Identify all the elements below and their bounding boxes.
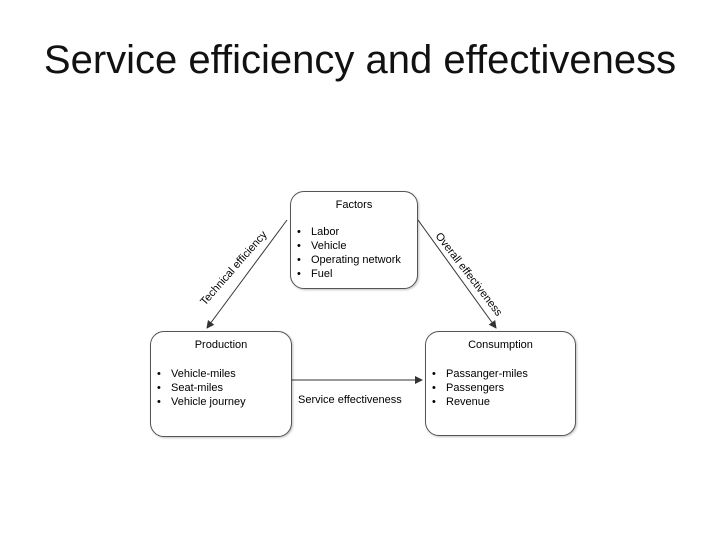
- production-node: Production Vehicle-miles Seat-miles Vehi…: [150, 331, 292, 437]
- svg-text:Technical efficiency: Technical efficiency: [198, 228, 270, 307]
- production-list: Vehicle-miles Seat-miles Vehicle journey: [153, 367, 291, 409]
- technical-efficiency-arrow: [206, 219, 288, 329]
- consumption-list: Passanger-miles Passengers Revenue: [428, 367, 575, 409]
- production-title: Production: [194, 339, 248, 351]
- factors-node: Factors Labor Vehicle Operating network …: [290, 191, 418, 289]
- factors-list: Labor Vehicle Operating network Fuel: [293, 225, 417, 281]
- consumption-title: Consumption: [468, 339, 533, 351]
- list-item: Vehicle-miles: [153, 367, 291, 381]
- overall-effectiveness-arrow: [417, 219, 497, 329]
- service-effectiveness-label: Service effectiveness: [298, 394, 402, 406]
- factors-title: Factors: [335, 199, 373, 211]
- list-item: Passanger-miles: [428, 367, 575, 381]
- consumption-node: Consumption Passanger-miles Passengers R…: [425, 331, 576, 436]
- list-item: Fuel: [293, 267, 417, 281]
- list-item: Vehicle journey: [153, 395, 291, 409]
- list-item: Revenue: [428, 395, 575, 409]
- list-item: Seat-miles: [153, 381, 291, 395]
- slide-title: Service efficiency and effectiveness: [43, 38, 677, 82]
- svg-text:Overall effectiveness: Overall effectiveness: [433, 231, 505, 320]
- overall-effectiveness-label: Overall effectiveness: [433, 231, 505, 320]
- technical-efficiency-label: Technical efficiency: [198, 228, 270, 307]
- list-item: Labor: [293, 225, 417, 239]
- list-item: Vehicle: [293, 239, 417, 253]
- list-item: Passengers: [428, 381, 575, 395]
- list-item: Operating network: [293, 253, 417, 267]
